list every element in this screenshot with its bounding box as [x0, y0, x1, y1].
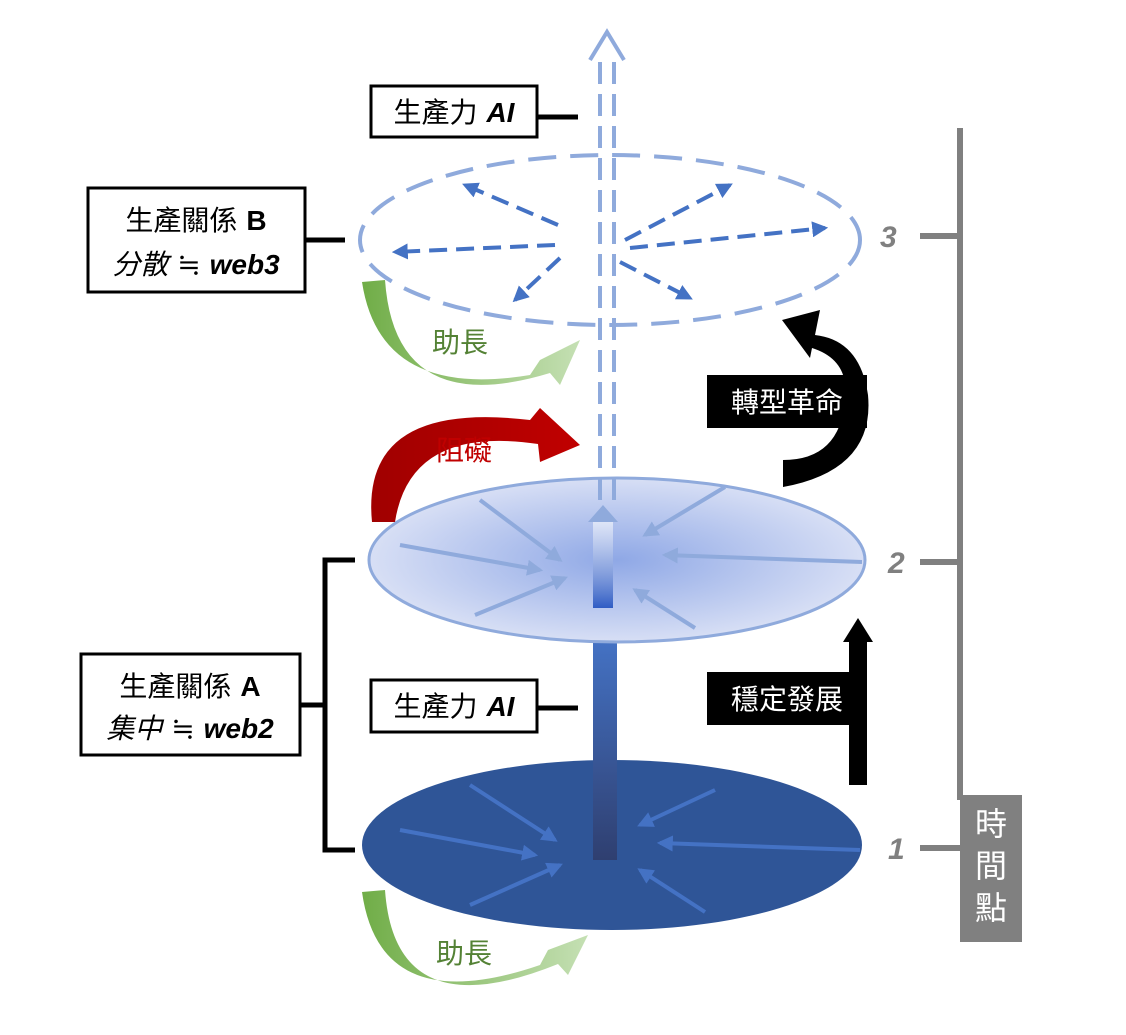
hinder-arrow: 阻礙 — [371, 408, 580, 522]
timeline-label-box — [960, 795, 1022, 942]
svg-text:生產力 AI: 生產力 AI — [394, 690, 516, 723]
promote-arrow-top: 助長 — [362, 280, 580, 385]
transformation-label: 轉型革命 — [731, 386, 843, 419]
promote-arrow-bottom: 助長 — [362, 890, 588, 986]
svg-text:集中 ≒ web2: 集中 ≒ web2 — [106, 712, 274, 745]
ai-text: AI — [485, 691, 515, 722]
timeline-char: 間 — [975, 847, 1007, 885]
relation-b-title: 生產關係 — [125, 204, 246, 237]
timeline-char: 點 — [975, 889, 1007, 927]
svg-text:生產關係 A: 生產關係 A — [119, 670, 260, 703]
transformation-arrow: 轉型革命 — [707, 310, 869, 487]
stable-development-label: 穩定發展 — [731, 683, 843, 716]
time-tick-3: 3 — [880, 221, 897, 254]
svg-text:生產關係 B: 生產關係 B — [125, 204, 266, 237]
productivity-stem — [593, 640, 617, 860]
relation-b-ellipse-time-3 — [358, 153, 862, 327]
relation-a-title: 生產關係 — [119, 670, 240, 703]
relation-b-web: web3 — [210, 249, 280, 280]
productivity-text: 生產力 — [394, 690, 487, 723]
relation-b-letter: B — [246, 205, 266, 236]
relation-b-subtitle: 分散 ≒ — [112, 248, 209, 281]
time-tick-2: 2 — [887, 547, 905, 580]
timeline: 3 2 1 時 間 點 — [880, 128, 1022, 942]
hinder-label: 阻礙 — [436, 434, 492, 467]
svg-text:生產力 AI: 生產力 AI — [394, 96, 516, 129]
productivity-box-top: 生產力 AI — [369, 84, 578, 139]
relation-a-subtitle: 集中 ≒ — [106, 712, 203, 745]
svg-text:分散 ≒ web3: 分散 ≒ web3 — [112, 248, 280, 281]
productivity-text: 生產力 — [394, 96, 487, 129]
productivity-dashed-arrow — [588, 28, 626, 500]
relation-a-ellipse-time-2 — [367, 476, 867, 644]
relation-b-box: 生產關係 B 分散 ≒ web3 — [86, 186, 345, 294]
promote-label-top: 助長 — [432, 326, 488, 359]
time-tick-1: 1 — [888, 833, 905, 866]
relation-a-web: web2 — [204, 713, 274, 744]
relation-a-bracket — [300, 557, 355, 853]
timeline-char: 時 — [975, 805, 1007, 843]
relation-a-letter: A — [240, 671, 260, 702]
promote-label-bottom: 助長 — [436, 937, 492, 970]
relation-a-box: 生產關係 A 集中 ≒ web2 — [79, 652, 302, 757]
ai-text: AI — [485, 97, 515, 128]
stable-development-arrow: 穩定發展 — [707, 618, 873, 785]
productivity-box-bottom: 生產力 AI — [369, 678, 578, 734]
